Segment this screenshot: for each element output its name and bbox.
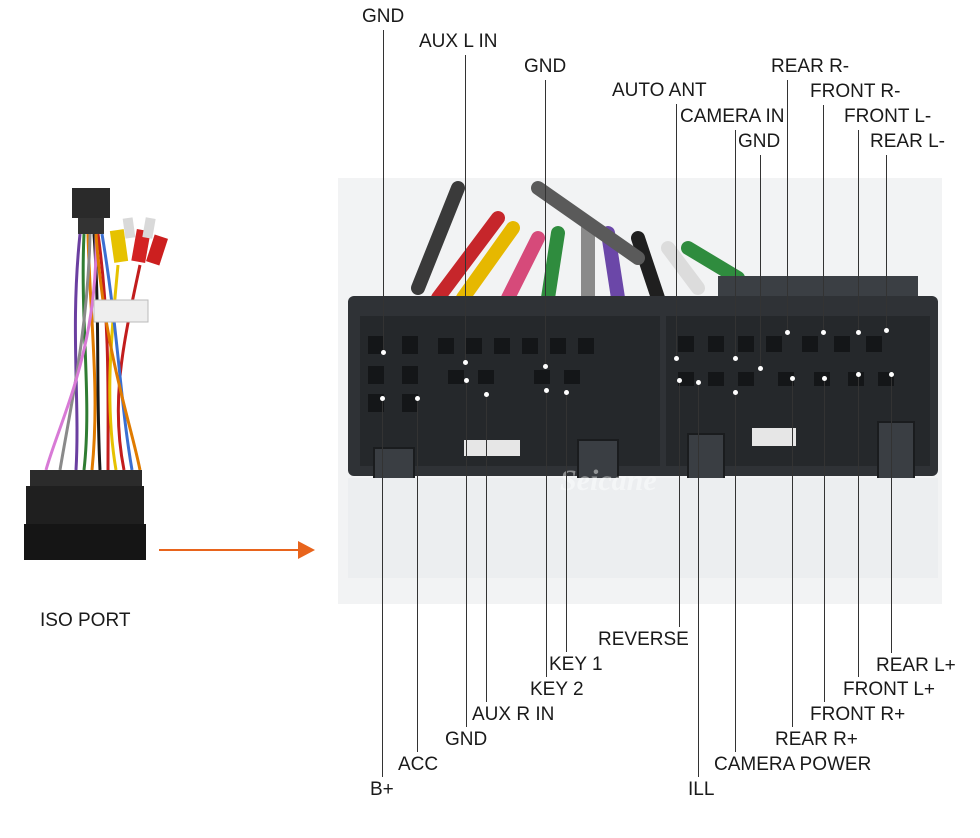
leader-line-camera-power	[735, 392, 736, 752]
leader-line-gnd-4	[466, 380, 467, 727]
leader-line-front-r-minus	[823, 105, 824, 332]
leader-line-gnd-2	[545, 80, 546, 366]
leader-line-acc	[417, 398, 418, 752]
pin-label-reverse: REVERSE	[598, 629, 689, 650]
pin-dot-rear-r-plus	[790, 376, 795, 381]
leader-line-ill	[698, 382, 699, 777]
leader-line-key-2	[546, 390, 547, 677]
pin-dot-front-r-plus	[822, 376, 827, 381]
pin-label-camera-in: CAMERA IN	[680, 106, 785, 127]
pin-label-rear-l-minus: REAR L-	[870, 131, 945, 152]
pin-dot-camera-in	[733, 356, 738, 361]
pin-dot-aux-l-in	[463, 360, 468, 365]
pin-label-aux-r-in: AUX R IN	[472, 704, 555, 725]
pin-label-gnd-4: GND	[445, 729, 488, 750]
pin-dot-key-1	[564, 390, 569, 395]
pin-label-rear-l-plus: REAR L+	[876, 655, 956, 676]
leader-line-auto-ant	[676, 104, 677, 358]
rca-plugs	[109, 217, 168, 266]
pin-label-auto-ant: AUTO ANT	[612, 80, 707, 101]
leader-line-gnd-3	[760, 155, 761, 368]
pin-label-gnd-2: GND	[524, 56, 567, 77]
pin-dot-gnd-4	[464, 378, 469, 383]
watermark: Seicane	[560, 464, 657, 497]
pin-dot-auto-ant	[674, 356, 679, 361]
leader-line-rear-r-minus	[787, 80, 788, 332]
leader-line-front-l-plus	[858, 374, 859, 677]
iso-harness-image	[24, 188, 168, 560]
leader-line-rear-l-plus	[891, 374, 892, 653]
pin-dot-front-r-minus	[821, 330, 826, 335]
pin-dot-rear-l-plus	[889, 372, 894, 377]
pin-dot-b-plus	[380, 396, 385, 401]
pin-dot-ill	[696, 380, 701, 385]
pin-dot-camera-power	[733, 390, 738, 395]
leader-line-rear-r-plus	[792, 378, 793, 727]
leader-line-b-plus	[382, 398, 383, 777]
pin-label-ill: ILL	[688, 779, 715, 800]
pin-dot-key-2	[544, 388, 549, 393]
leader-line-aux-l-in	[465, 55, 466, 362]
pin-label-gnd-1: GND	[362, 6, 405, 27]
pin-label-key-1: KEY 1	[549, 654, 603, 675]
leader-line-rear-l-minus	[886, 155, 887, 330]
pin-dot-gnd-2	[543, 364, 548, 369]
arrow-right-icon	[159, 541, 315, 559]
pin-label-acc: ACC	[398, 754, 439, 775]
pin-label-b-plus: B+	[370, 779, 394, 800]
pin-dot-acc	[415, 396, 420, 401]
pin-label-camera-power: CAMERA POWER	[714, 754, 872, 775]
pin-dot-front-l-plus	[856, 372, 861, 377]
leader-line-camera-in	[735, 130, 736, 358]
pin-label-front-r-minus: FRONT R-	[810, 81, 901, 102]
leader-line-gnd-1	[383, 30, 384, 352]
pin-dot-gnd-3	[758, 366, 763, 371]
pin-label-gnd-3: GND	[738, 131, 781, 152]
pin-dot-aux-r-in	[484, 392, 489, 397]
connector-photo: Seicane	[338, 178, 942, 604]
iso-port-label: ISO PORT	[40, 610, 131, 631]
pin-label-rear-r-plus: REAR R+	[775, 729, 858, 750]
pin-dot-gnd-1	[381, 350, 386, 355]
pin-dot-rear-r-minus	[785, 330, 790, 335]
leader-line-front-r-plus	[824, 378, 825, 702]
pin-dot-front-l-minus	[856, 330, 861, 335]
leader-line-front-l-minus	[858, 130, 859, 332]
leader-line-key-1	[566, 392, 567, 652]
pin-label-front-r-plus: FRONT R+	[810, 704, 906, 725]
pin-label-front-l-plus: FRONT L+	[843, 679, 936, 700]
leader-line-aux-r-in	[486, 394, 487, 702]
pin-label-aux-l-in: AUX L IN	[419, 31, 498, 52]
pin-dot-rear-l-minus	[884, 328, 889, 333]
pin-label-front-l-minus: FRONT L-	[844, 106, 932, 127]
pin-label-key-2: KEY 2	[530, 679, 584, 700]
pin-label-rear-r-minus: REAR R-	[771, 56, 850, 77]
leader-line-reverse	[679, 380, 680, 627]
pin-dot-reverse	[677, 378, 682, 383]
